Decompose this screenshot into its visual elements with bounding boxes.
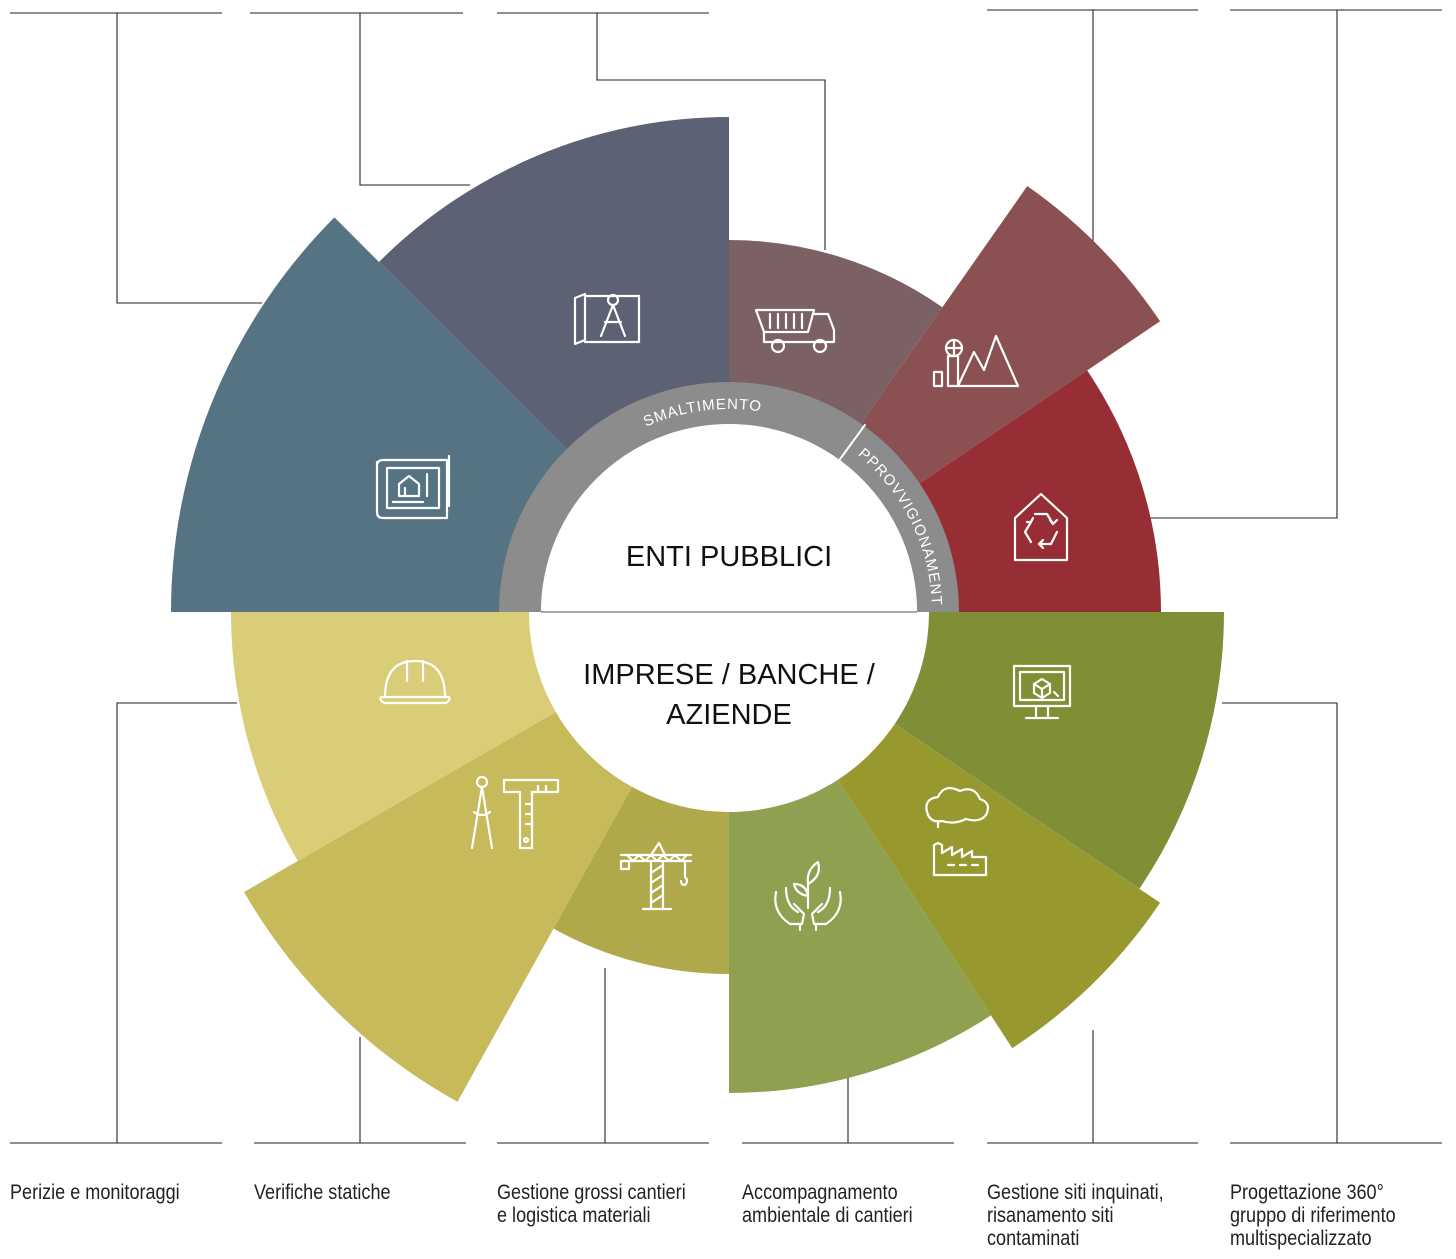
sector-supply [843,186,1161,501]
sector-environment [729,779,991,1093]
sector-site-survey [171,217,588,612]
hands-plant-icon [774,860,842,932]
center-disc: ENTI PUBBLICI IMPRESE / BANCHE / AZIENDE [541,424,917,800]
sector-digital-design [894,612,1224,889]
sector-design [378,117,729,471]
recycle-house-icon [1013,492,1069,562]
compass-blueprint-icon [573,292,641,346]
icons-layer [375,292,1072,932]
dump-truck-icon [754,308,836,354]
sectors-layer [171,117,1224,1102]
center-title-bottom-line1: IMPRESE / BANCHE / [583,659,876,691]
ring-separator [837,423,867,463]
label-gestione-cantieri: Gestione grossi cantieri e logistica mat… [497,1181,686,1227]
factory-cloud-icon [925,786,990,877]
label-siti-inquinati: Gestione siti inquinati, risanamento sit… [987,1181,1164,1250]
ring-band [499,382,959,612]
connector-lines [10,9,1442,1144]
center-title-top: ENTI PUBBLICI [626,541,832,573]
blueprint-house-icon [375,454,451,520]
label-verifiche: Verifiche statiche [254,1181,391,1204]
label-progettazione: Progettazione 360° gruppo di riferimento… [1230,1181,1396,1250]
sector-static-checks [244,712,633,1102]
sector-large-sites [553,786,729,974]
sector-monitoring [231,612,556,861]
monitor-3d-icon [1012,664,1072,720]
center-title-bottom-line2: AZIENDE [666,699,792,731]
sector-contaminated-sites [837,723,1161,1049]
compass-square-icon [470,775,560,850]
label-accompagnamento: Accompagnamento ambientale di cantieri [742,1181,913,1227]
hard-hat-icon [379,659,451,705]
label-perizie: Perizie e monitoraggi [10,1181,180,1204]
sector-recycling [894,370,1161,612]
tower-crane-icon [619,841,693,911]
quarry-mountain-icon [932,334,1020,388]
